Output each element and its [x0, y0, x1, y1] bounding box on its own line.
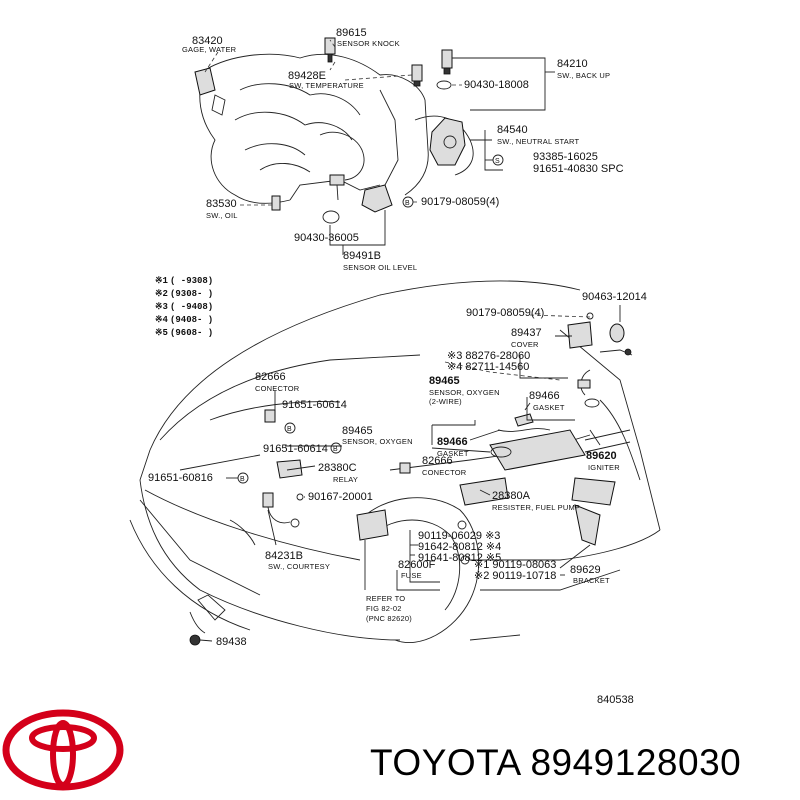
caption-83420: GAGE, WATER	[182, 45, 237, 54]
svg-text:B: B	[240, 476, 245, 483]
label-82600f: 82600F	[398, 559, 436, 571]
label-28380c: 28380C	[318, 462, 357, 474]
label-83530: 83530	[206, 198, 237, 210]
label-91651-40830: 91651-40830 SPC	[533, 163, 624, 175]
body-part-labels: 90463-12014 90179-08059(4) 89437 COVER ※…	[148, 291, 647, 706]
brand-part-title: TOYOTA 8949128030	[370, 742, 741, 784]
label-89620: 89620	[586, 450, 617, 462]
label-91651-60614-a: 91651-60614	[282, 399, 347, 411]
body-leader-lines	[199, 305, 621, 642]
caption-89465-a-2wire: (2-WIRE)	[429, 397, 462, 406]
label-90119-06029: 90119-06029 ※3	[418, 530, 500, 542]
label-90463-12014: 90463-12014	[582, 291, 647, 303]
caption-28380a: RESISTER, FUEL PUMP	[492, 503, 580, 512]
label-90167-20001: 90167-20001	[308, 491, 373, 503]
caption-28380c: RELAY	[333, 475, 358, 484]
svg-text:B: B	[287, 426, 292, 433]
label-89466-a: 89466	[529, 390, 560, 402]
caption-83530: SW., OIL	[206, 211, 238, 220]
caption-89629: BRACKET	[573, 576, 610, 585]
engine-part-labels: 83420 GAGE, WATER 89615 SENSOR KNOCK 894…	[182, 27, 624, 272]
label-82666-b: 82666	[422, 455, 453, 467]
brand-part-number: 8949128030	[530, 742, 742, 783]
legend-mark-2: ※2	[155, 289, 168, 299]
legend-mark-4: ※4	[155, 315, 169, 325]
caption-82666-a: CONECTOR	[255, 384, 300, 393]
caption-89465-b: SENSOR, OXYGEN	[342, 437, 413, 446]
label-82711-14560: ※4 82711-14560	[447, 361, 529, 373]
label-91651-60614-b: 91651-60614	[263, 443, 328, 455]
label-90430-36005: 90430-36005	[294, 232, 359, 244]
label-89437: 89437	[511, 327, 542, 339]
caption-89615: SENSOR KNOCK	[337, 39, 400, 48]
label-90430-18008: 90430-18008	[464, 79, 529, 91]
label-90119-08063: ※1 90119-08063	[474, 559, 556, 571]
caption-84540: SW., NEUTRAL START	[497, 137, 579, 146]
diagram-code: 840538	[597, 694, 634, 706]
label-84540: 84540	[497, 124, 528, 136]
refer-line3: (PNC 82620)	[366, 614, 412, 623]
label-91641-80812: 91641-80812 ※5	[418, 552, 501, 564]
label-93385-16025: 93385-16025	[533, 151, 598, 163]
label-84231b: 84231B	[265, 550, 303, 562]
label-91651-60816: 91651-60816	[148, 472, 213, 484]
caption-89466-b: GASKET	[437, 449, 469, 458]
legend-range-2: (9308- )	[170, 289, 213, 299]
legend-range-1: ( -9308)	[170, 276, 213, 286]
legend-mark-5: ※5	[155, 328, 168, 338]
label-89466-b: 89466	[437, 436, 468, 448]
brand-name: TOYOTA	[370, 742, 520, 783]
label-89465-b: 89465	[342, 425, 373, 437]
label-28380a: 28380A	[492, 490, 531, 502]
caption-84231b: SW., COURTESY	[268, 562, 330, 571]
caption-89428e: SW, TEMPERATURE	[289, 81, 364, 90]
label-90119-10718: ※2 90119-10718	[474, 570, 556, 582]
svg-text:B: B	[405, 200, 410, 207]
legend-mark-3: ※3	[155, 302, 168, 312]
label-89629: 89629	[570, 564, 601, 576]
legend-mark-1: ※1	[155, 276, 169, 286]
svg-text:B: B	[333, 446, 338, 453]
caption-89466-a: GASKET	[533, 403, 565, 412]
label-89428e: 89428E	[288, 70, 326, 82]
caption-89491b: SENSOR OIL LEVEL	[343, 263, 417, 272]
caption-89465-a: SENSOR, OXYGEN	[429, 388, 500, 397]
label-89438: 89438	[216, 636, 247, 648]
label-83420: 83420	[192, 35, 223, 47]
legend-range-5: (9608- )	[170, 328, 213, 338]
engine-sketch: S B	[194, 37, 504, 224]
caption-89620: IGNITER	[588, 463, 620, 472]
refer-line1: REFER TO	[366, 594, 405, 603]
engine-leader-lines	[204, 39, 555, 255]
svg-text:S: S	[495, 158, 500, 165]
caption-82600f: FUSE	[401, 571, 422, 580]
refer-line2: FIG 82-02	[366, 604, 402, 613]
label-90179-08059-engine: 90179-08059(4)	[421, 196, 499, 208]
caption-84210: SW., BACK UP	[557, 71, 610, 80]
legend-range-4: (9408- )	[170, 315, 213, 325]
label-84210: 84210	[557, 58, 588, 70]
label-89615: 89615	[336, 27, 367, 39]
caption-82666-b: CONECTOR	[422, 468, 467, 477]
label-88276-28060: ※3 88276-28060	[447, 350, 530, 362]
legend: ※1 ( -9308) ※2 (9308- ) ※3 ( -9408) ※4 (…	[155, 276, 213, 338]
caption-89437: COVER	[511, 340, 539, 349]
car-body-sketch: B B B	[129, 280, 661, 646]
label-89465-a: 89465	[429, 375, 460, 387]
label-89491b: 89491B	[343, 250, 381, 262]
legend-range-3: ( -9408)	[170, 302, 213, 312]
toyota-logo	[2, 709, 124, 791]
label-82666-a: 82666	[255, 371, 286, 383]
label-91642-80812: 91642-80812 ※4	[418, 541, 501, 553]
label-90179-08059-body: 90179-08059(4)	[466, 307, 544, 319]
